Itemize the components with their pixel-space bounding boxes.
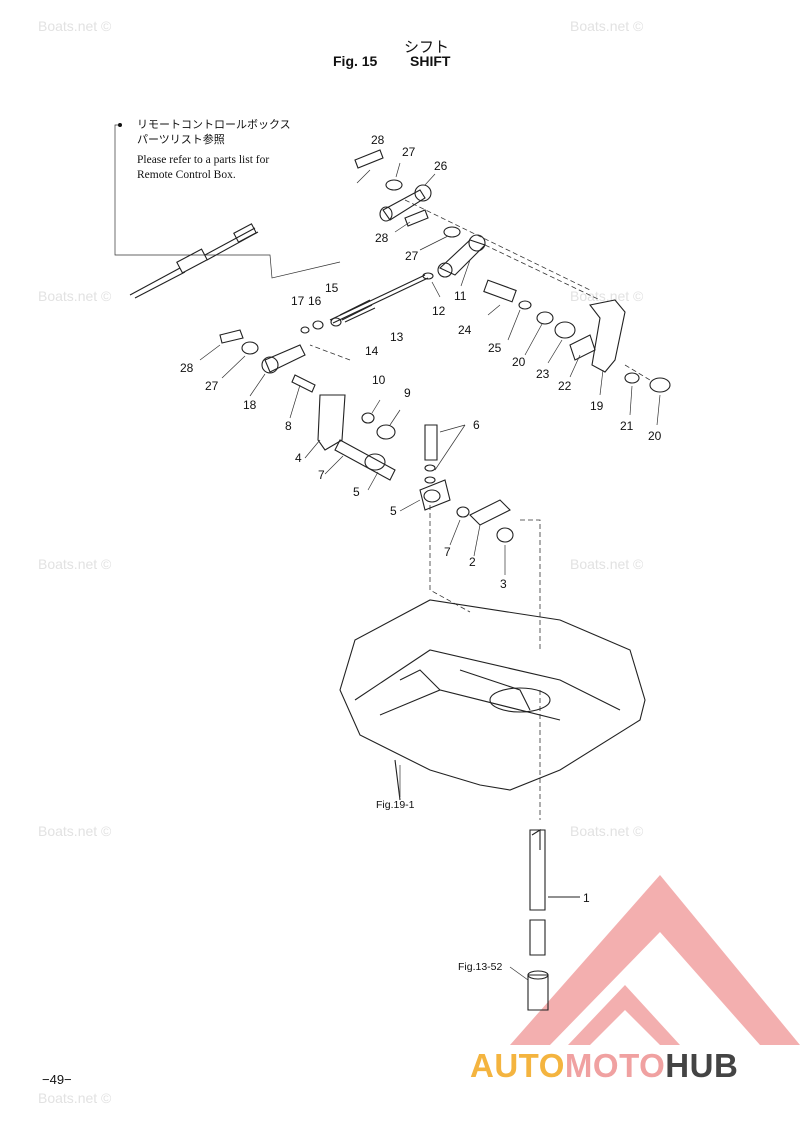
ref-fig-19-1: Fig.19-1: [376, 799, 415, 811]
callout-10: 10: [372, 373, 386, 387]
bottom-cowling: [339, 599, 646, 801]
callout-26: 26: [434, 159, 448, 173]
watermark: Boats.net ©: [570, 18, 644, 34]
callout-20: 20: [512, 355, 526, 369]
callout-4: 4: [295, 451, 302, 465]
callout-12: 12: [432, 304, 446, 318]
logo-triangle-icon: [510, 875, 800, 1045]
callout-15: 15: [325, 281, 339, 295]
figure-number: Fig. 15: [333, 53, 378, 69]
note-jp-line1: リモートコントロールボックス: [137, 118, 291, 131]
note-en-line2: Remote Control Box.: [137, 169, 236, 181]
callout-28: 28: [180, 361, 194, 375]
callout-22: 22: [558, 379, 572, 393]
watermark: Boats.net ©: [38, 556, 112, 572]
upper-linkage: [300, 149, 671, 393]
callout-17: 17: [291, 294, 305, 308]
callout-3: 3: [500, 577, 507, 591]
title-japanese: シフト: [404, 38, 450, 56]
page-number: −49−: [42, 1072, 72, 1087]
leader-lines: [199, 162, 661, 981]
watermark: Boats.net ©: [570, 556, 644, 572]
callout-5: 5: [390, 504, 397, 518]
callout-27: 27: [405, 249, 419, 263]
callout-7: 7: [444, 545, 451, 559]
callout-27: 27: [402, 145, 416, 159]
watermark: Boats.net ©: [38, 288, 112, 304]
shift-rod: [527, 829, 580, 1011]
callout-28: 28: [375, 231, 389, 245]
callout-27: 27: [205, 379, 219, 393]
note-jp-line2: パーツリスト参照: [137, 133, 225, 146]
callout-9: 9: [404, 386, 411, 400]
ref-fig-13-52: Fig.13-52: [458, 961, 503, 973]
watermark: Boats.net ©: [570, 823, 644, 839]
callout-2: 2: [469, 555, 476, 569]
callout-14: 14: [365, 344, 379, 358]
callout-11: 11: [454, 289, 467, 303]
callout-1: 1: [583, 891, 590, 905]
callout-20: 20: [648, 429, 662, 443]
shift-cable: [129, 223, 259, 299]
callout-13: 13: [390, 330, 404, 344]
callout-23: 23: [536, 367, 550, 381]
watermark: Boats.net ©: [570, 288, 644, 304]
callout-5: 5: [353, 485, 360, 499]
callout-16: 16: [308, 294, 322, 308]
watermark: Boats.net ©: [38, 1090, 112, 1106]
watermark: Boats.net ©: [38, 823, 112, 839]
watermark: Boats.net ©: [38, 18, 112, 34]
callout-28: 28: [371, 133, 385, 147]
logo-text-moto: MOTO: [564, 1047, 666, 1084]
logo-text-hub: HUB: [665, 1047, 739, 1084]
middle-linkage: [219, 329, 514, 543]
logo-text-auto: AUTO: [470, 1047, 565, 1084]
callout-24: 24: [458, 323, 472, 337]
automotohub-logo: AUTOMOTOHUB: [470, 1047, 738, 1085]
reference-note: リモートコントロールボックス パーツリスト参照 Please refer to …: [137, 117, 291, 183]
callout-18: 18: [243, 398, 257, 412]
callout-21: 21: [620, 419, 634, 433]
figure-title: SHIFT: [410, 53, 451, 69]
note-en-line1: Please refer to a parts list for: [137, 154, 270, 166]
callout-19: 19: [590, 399, 604, 413]
callout-8: 8: [285, 419, 292, 433]
callout-6: 6: [473, 418, 480, 432]
callout-7: 7: [318, 468, 325, 482]
callout-25: 25: [488, 341, 502, 355]
